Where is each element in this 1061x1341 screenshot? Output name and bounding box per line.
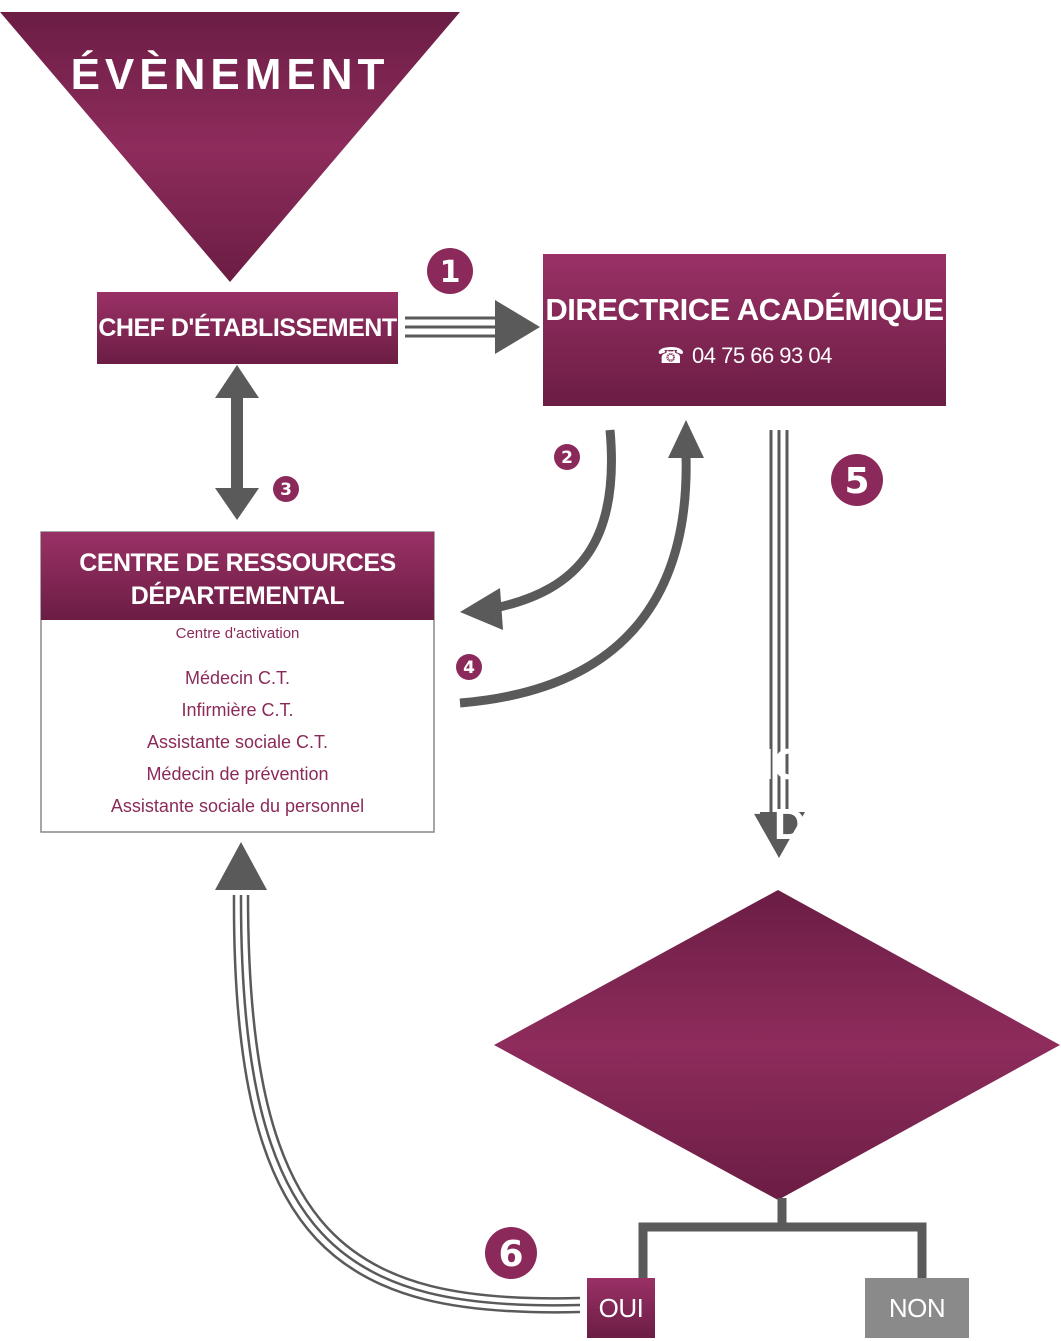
cellule-diamond [494,890,1060,1200]
list-item: Médecin de prévention [146,764,329,784]
step-6-circle [485,1227,537,1279]
event-title: ÉVÈNEMENT [70,50,390,99]
phone-icon: ☎ [657,343,685,368]
directrice-phone: 04 75 66 93 04 [692,343,832,368]
step-3-circle [273,476,299,502]
step-4-circle [456,654,482,680]
list-item: Infirmière C.T. [181,700,294,720]
arrow-5 [769,430,789,815]
step-3-number: 3 [280,480,292,500]
list-item: Assistante sociale du personnel [110,796,365,816]
arrow-2-head [460,588,503,630]
arrow-2 [494,429,616,613]
arrow-1 [405,316,500,338]
step-1-circle [427,248,473,294]
cellule-title-line2: CELLULE D’ÉCOUTE [562,800,998,849]
cellule-title: ACTIVATION DE LA CELLULE D’ÉCOUTE [560,725,1000,865]
centre-title: CENTRE DE RESSOURCES DÉPARTEMENTAL [41,540,434,620]
directrice-box-shape [543,254,946,406]
arrow-6-head [215,842,267,890]
directrice-phone-row: ☎ 04 75 66 93 04 [543,338,946,374]
step-1-number: 1 [440,255,461,290]
step-5-circle [831,454,883,506]
oui-label: OUI [598,1292,644,1323]
oui-box [587,1278,655,1338]
arrow-5-head [753,812,805,858]
arrow-1-head [495,300,540,354]
branch-connector [638,1198,927,1278]
centre-title-line1: CENTRE DE RESSOURCES [79,549,396,577]
arrow-4 [459,454,691,708]
arrow-6 [232,894,581,1314]
arrow-4-head [668,420,704,458]
step-5-number: 5 [844,461,869,502]
step-4-number: 4 [463,658,475,678]
arrow-3-head-up [215,365,259,398]
directrice-title: DIRECTRICE ACADÉMIQUE [545,292,944,327]
step-2-number: 2 [561,448,573,468]
step-6-number: 6 [498,1234,523,1275]
chef-label: CHEF D'ÉTABLISSEMENT [98,313,397,342]
centre-members-list: Médecin C.T. Infirmière C.T. Assistante … [41,662,434,822]
list-item: Assistante sociale C.T. [146,732,329,752]
centre-subtitle: Centre d'activation [175,624,300,642]
centre-title-line2: DÉPARTEMENTAL [130,582,345,610]
cellule-title-line1: ACTIVATION DE LA [580,740,980,789]
non-box [865,1278,969,1338]
centre-box-header [41,532,434,620]
non-label: NON [888,1292,946,1323]
list-item: Médecin C.T. [184,668,291,688]
step-2-circle [554,444,580,470]
chef-box-shape [97,292,398,364]
arrow-3-head-down [215,488,259,520]
event-triangle [0,12,460,282]
